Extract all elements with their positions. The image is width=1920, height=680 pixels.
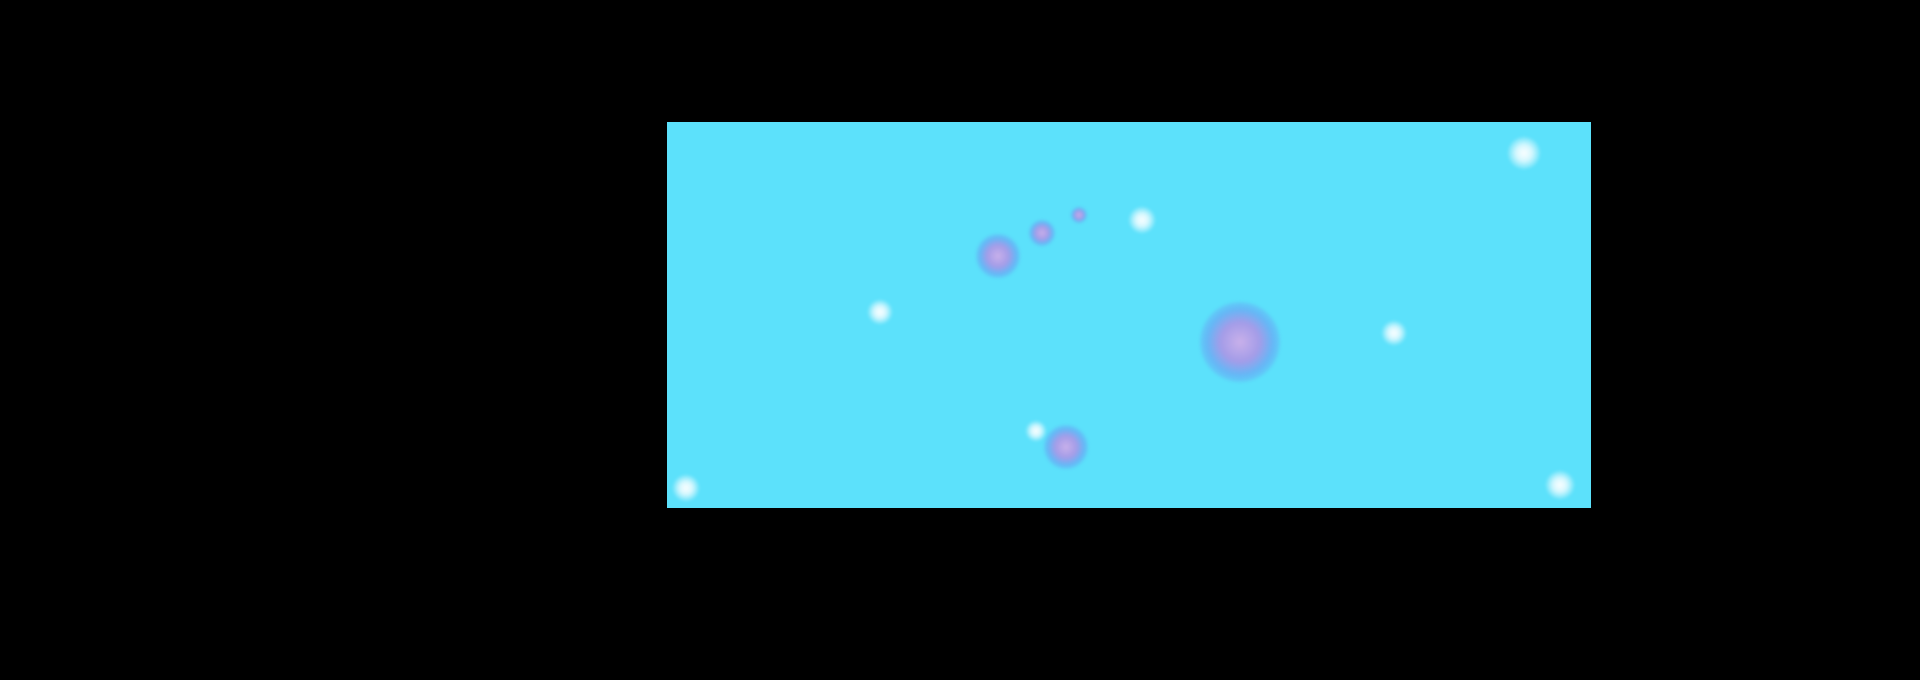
cell-blob[interactable]	[1044, 425, 1088, 469]
sparkle-blob[interactable]	[1508, 137, 1540, 169]
cell-blob[interactable]	[1200, 302, 1280, 382]
cell-blob[interactable]	[1071, 207, 1087, 223]
sparkle-blob[interactable]	[868, 300, 892, 324]
sparkle-blob[interactable]	[1026, 421, 1046, 441]
sparkle-blob[interactable]	[1129, 207, 1155, 233]
sparkle-blob[interactable]	[1546, 471, 1574, 499]
sparkle-blob[interactable]	[1382, 321, 1406, 345]
cell-blob[interactable]	[976, 234, 1020, 278]
sparkle-blob[interactable]	[673, 475, 699, 501]
cell-blob[interactable]	[1029, 220, 1055, 246]
game-canvas[interactable]	[667, 122, 1591, 508]
